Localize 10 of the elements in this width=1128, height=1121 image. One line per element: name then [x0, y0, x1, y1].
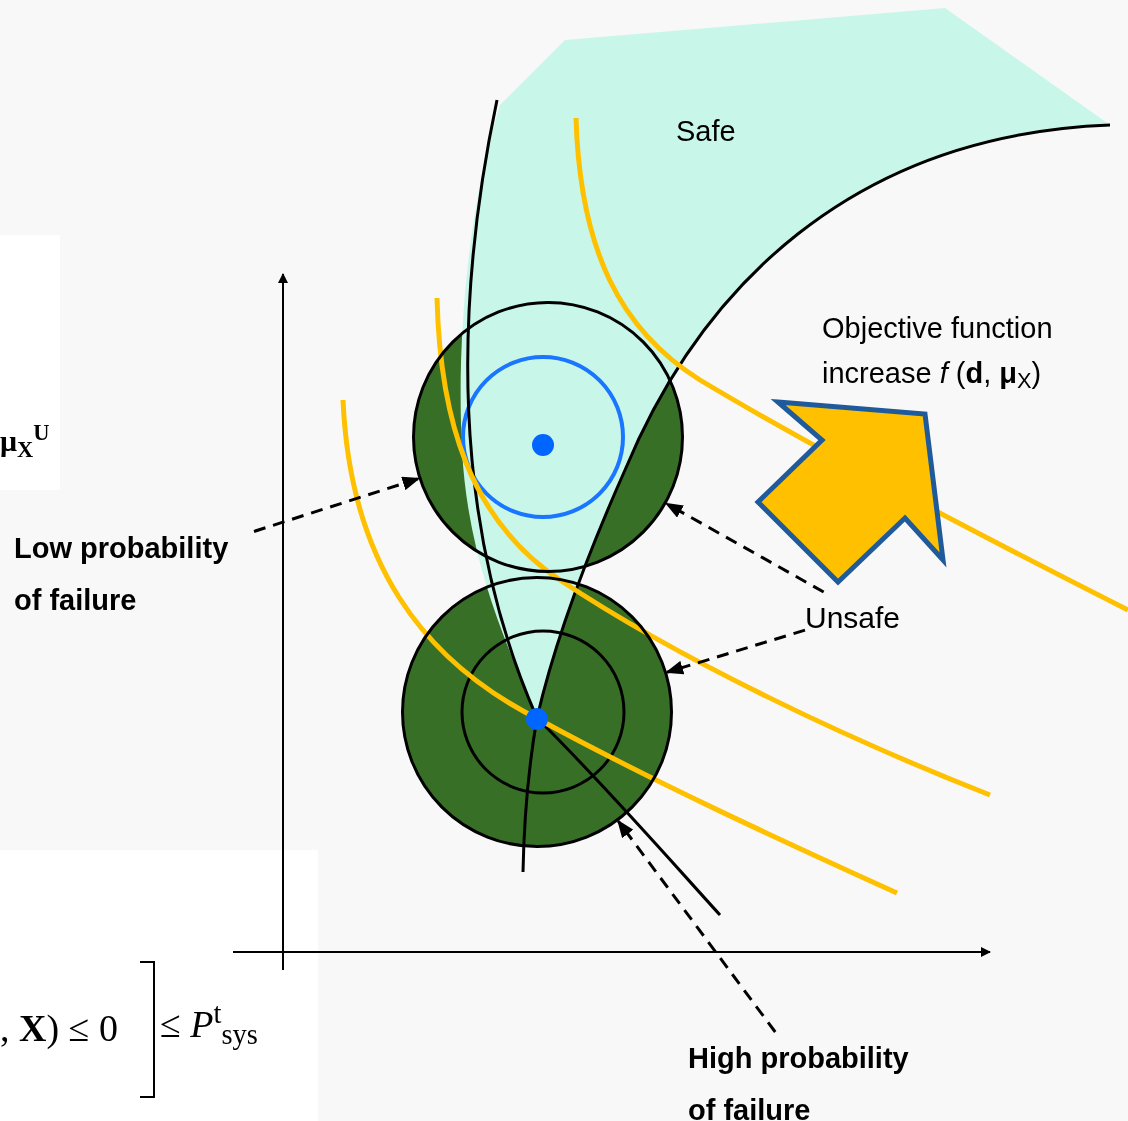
- arrow: [253, 476, 421, 533]
- annotation-text: Low probability of failure: [14, 522, 254, 626]
- arrow: [664, 502, 825, 594]
- arrow: [665, 628, 806, 675]
- annotation-text: Unsafe: [805, 592, 917, 644]
- label-text: Safe: [676, 114, 737, 149]
- arrow: [617, 819, 777, 1033]
- label-text: , X) ≤ 0: [0, 1006, 119, 1051]
- label-text: Objective function increase f (d, μ$_{X}$): [822, 311, 1054, 396]
- annotation-text: High probability of failure: [688, 1032, 928, 1121]
